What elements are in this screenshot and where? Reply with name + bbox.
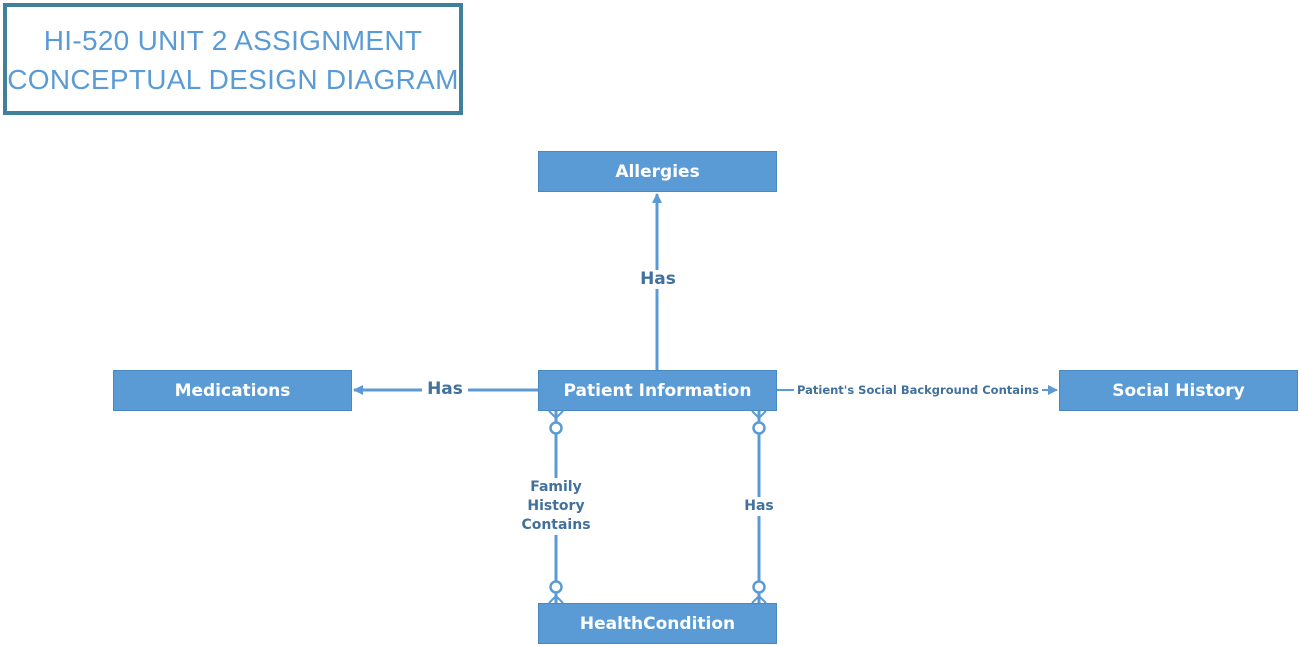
relationship-label-social: Patient's Social Background Contains [794, 381, 1042, 400]
entity-social-history[interactable]: Social History [1059, 370, 1298, 411]
entity-allergies[interactable]: Allergies [538, 151, 777, 192]
entity-patient-information[interactable]: Patient Information [538, 370, 777, 411]
entity-medications[interactable]: Medications [113, 370, 352, 411]
entity-health-condition[interactable]: HealthCondition [538, 603, 777, 644]
diagram-title-line-1: HI-520 UNIT 2 ASSIGNMENT [43, 25, 423, 56]
family-label-line-3: Contains [521, 517, 591, 533]
relationship-label-medications: Has [422, 380, 468, 399]
diagram-title-line-2: CONCEPTUAL DESIGN DIAGRAM [7, 64, 459, 95]
relationship-label-health: Has [740, 497, 778, 516]
relationship-label-family-history: Family History Contains [511, 478, 601, 535]
diagram-title-box: HI-520 UNIT 2 ASSIGNMENT CONCEPTUAL DESI… [3, 3, 463, 115]
relationship-label-allergies: Has [634, 270, 682, 289]
family-label-line-1: Family [530, 479, 582, 495]
family-label-line-2: History [527, 498, 585, 514]
